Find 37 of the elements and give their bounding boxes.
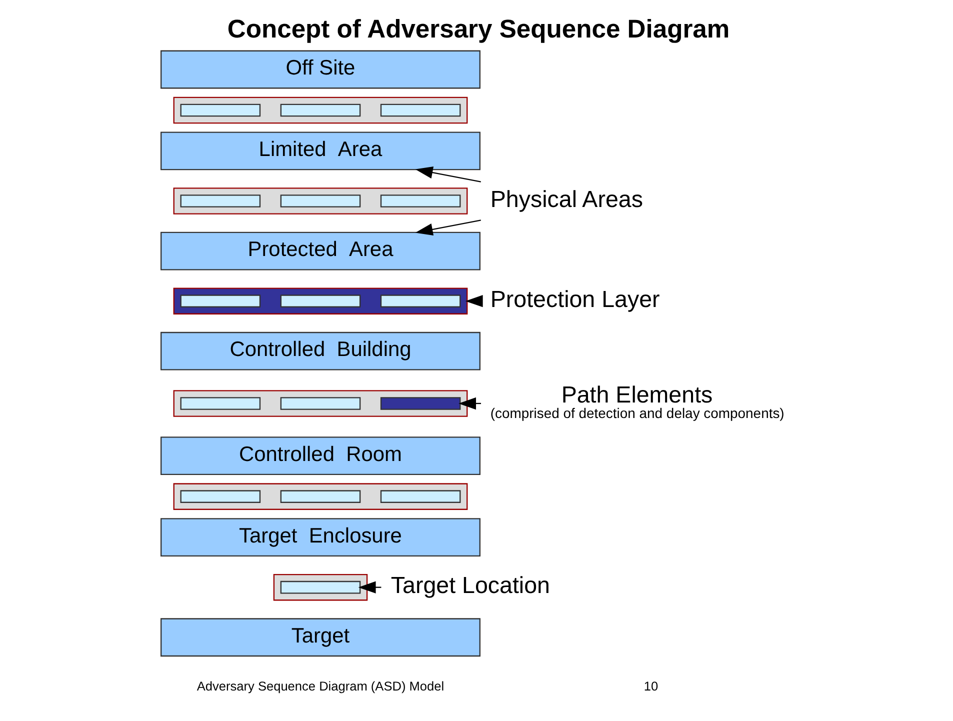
cluster bbox=[172, 390, 468, 416]
node-box bbox=[280, 580, 360, 594]
cluster bbox=[172, 482, 468, 510]
node-text: Target Location bbox=[390, 572, 550, 598]
node-box: Protected Area bbox=[160, 231, 480, 270]
node-box bbox=[380, 490, 460, 502]
node-box bbox=[380, 396, 460, 410]
node-box bbox=[380, 103, 460, 116]
diagram-title: Concept of Adversary Sequence Diagram bbox=[226, 15, 730, 44]
node-box: Limited Area bbox=[160, 131, 480, 170]
node-box bbox=[180, 194, 260, 207]
node-text: Path Elements (comprised of detection and delay components) bbox=[490, 380, 784, 421]
node-box bbox=[280, 490, 360, 502]
node-box: Controlled Room bbox=[160, 436, 480, 475]
node-box: Target bbox=[160, 618, 480, 656]
node-box bbox=[180, 396, 260, 410]
cluster bbox=[172, 96, 468, 124]
node-box: Off Site bbox=[160, 50, 480, 88]
cluster bbox=[172, 287, 468, 314]
node-box bbox=[280, 194, 360, 207]
node-box bbox=[180, 294, 260, 307]
node-box: Target Enclosure bbox=[160, 518, 480, 556]
node-box: Controlled Building bbox=[160, 331, 480, 370]
node-box bbox=[280, 294, 360, 307]
node-box bbox=[380, 294, 460, 307]
node-box bbox=[180, 103, 260, 116]
node-box bbox=[380, 194, 460, 207]
cluster bbox=[172, 187, 468, 214]
node-text: Protection Layer bbox=[490, 285, 660, 312]
label: 10 bbox=[643, 678, 658, 694]
node-box bbox=[280, 396, 360, 410]
node-box bbox=[180, 490, 260, 502]
label: Adversary Sequence Diagram (ASD) Model bbox=[196, 678, 444, 694]
cluster bbox=[272, 573, 368, 600]
node-text: Physical Areas bbox=[490, 185, 642, 212]
arrow bbox=[358, 580, 381, 593]
node-box bbox=[280, 103, 360, 116]
